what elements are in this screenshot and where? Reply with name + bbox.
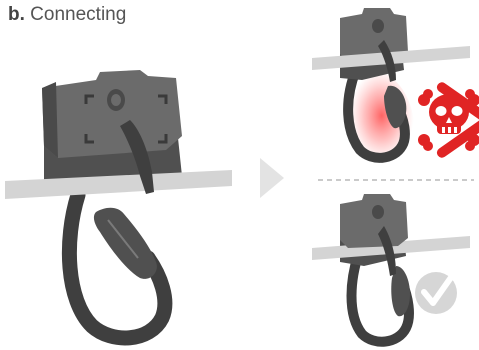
main-lever bbox=[120, 120, 154, 194]
main-face-bracket-br bbox=[158, 134, 168, 144]
main-face-bracket-tr bbox=[158, 94, 168, 104]
wrong-gate bbox=[384, 85, 407, 129]
wrong-connection-illustration bbox=[312, 8, 470, 163]
main-gate-detail bbox=[107, 219, 139, 259]
main-carabiner bbox=[61, 187, 173, 346]
wrong-carabiner bbox=[343, 65, 410, 163]
wrong-body-top bbox=[340, 8, 408, 62]
main-device-illustration bbox=[5, 70, 232, 346]
wrong-rivet bbox=[372, 19, 384, 33]
main-rivet-inner bbox=[111, 94, 121, 106]
main-body-back bbox=[42, 82, 58, 158]
main-rope bbox=[5, 170, 232, 199]
right-lever bbox=[378, 226, 396, 276]
checkmark-icon bbox=[415, 272, 457, 314]
diagram-title: b. Connecting bbox=[8, 4, 126, 26]
wrong-lever bbox=[378, 40, 396, 82]
arrow-right-icon bbox=[260, 158, 284, 198]
main-face-bracket-tl bbox=[84, 94, 94, 104]
step-label: b. bbox=[8, 4, 25, 25]
main-face-bracket-bl bbox=[84, 134, 94, 144]
main-body-top bbox=[42, 70, 182, 158]
right-carabiner bbox=[346, 239, 414, 347]
correct-connection-illustration bbox=[312, 194, 470, 347]
right-gate bbox=[391, 266, 410, 317]
skull-crossbones-icon bbox=[418, 82, 479, 158]
right-body-top bbox=[340, 194, 408, 248]
step-title: Connecting bbox=[30, 4, 127, 25]
right-rivet bbox=[372, 205, 384, 219]
